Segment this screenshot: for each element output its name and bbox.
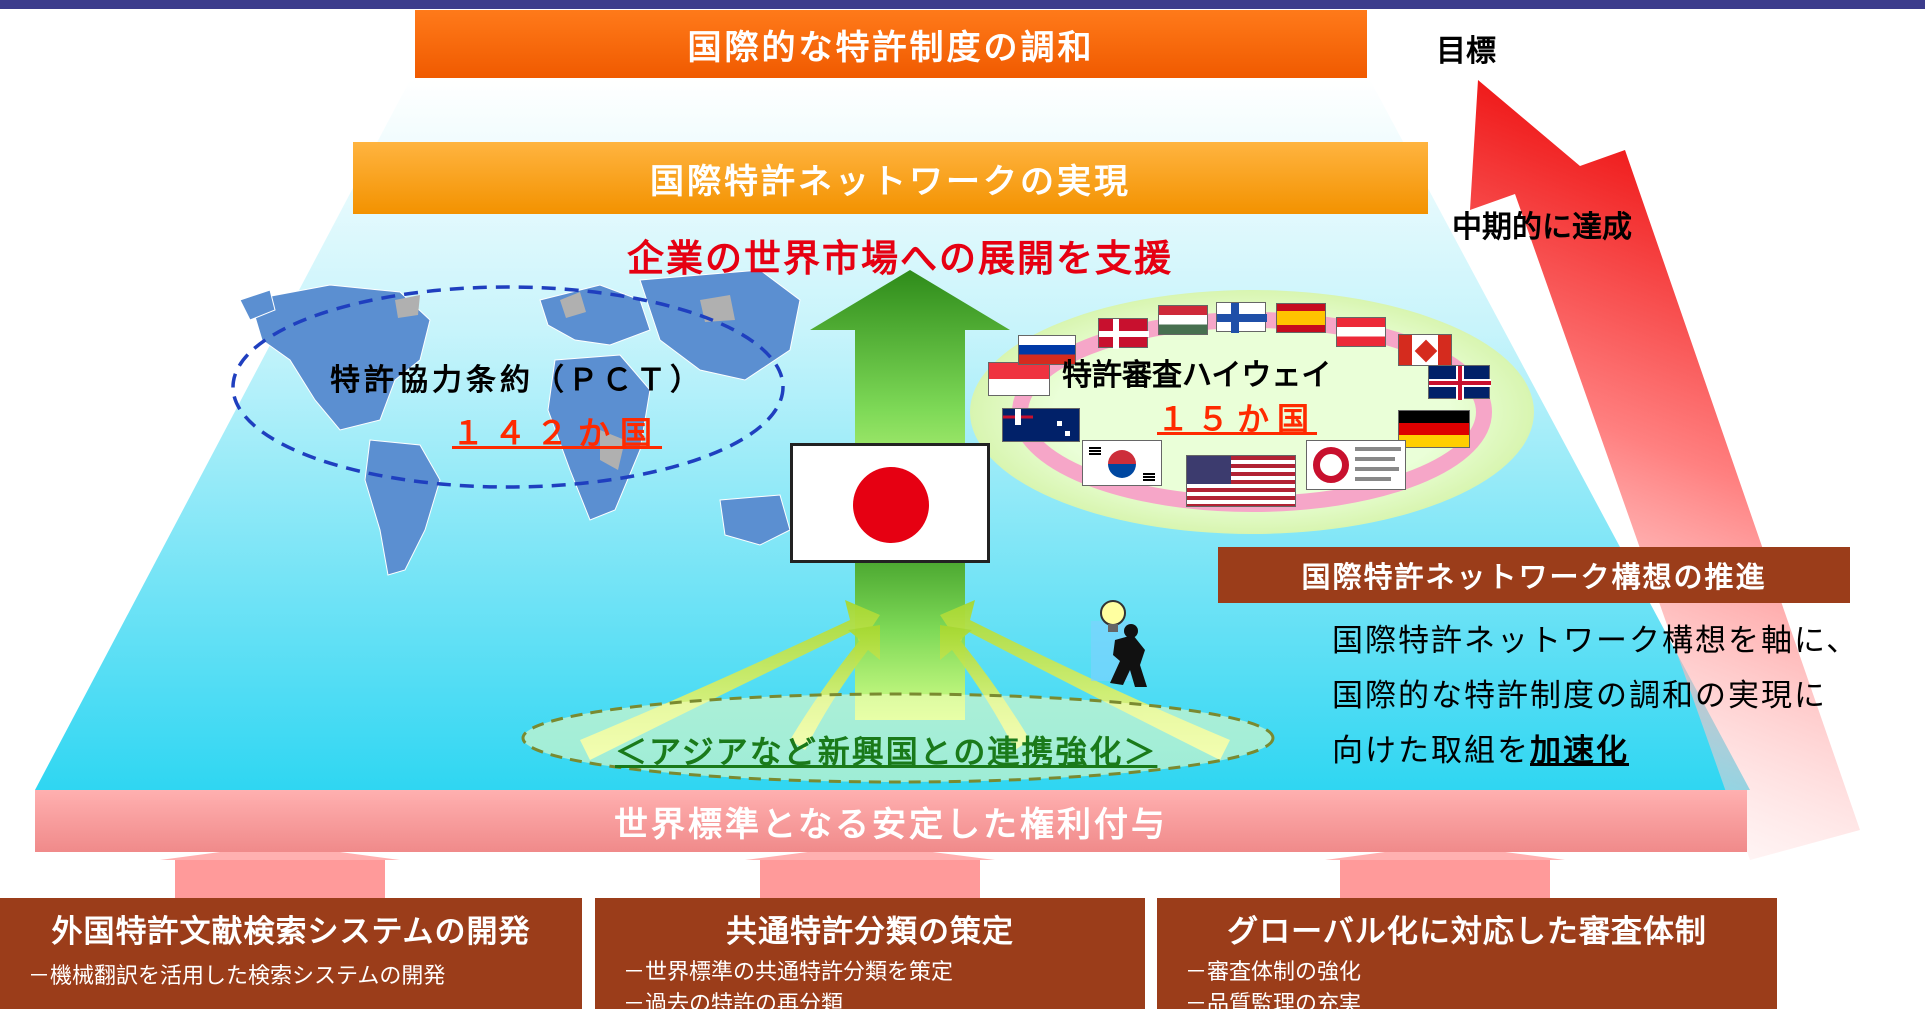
box-item: －世界標準の共通特許分類を策定: [623, 960, 954, 985]
pph-title: 特許審査ハイウェイ: [1062, 358, 1332, 393]
network-bar: 国際特許ネットワークの実現: [353, 142, 1428, 214]
box-search-system: 外国特許文献検索システムの開発 －機械翻訳を活用した検索システムの開発: [0, 898, 582, 1009]
standard-bar: 世界標準となる安定した権利付与: [35, 790, 1747, 852]
vision-header: 国際特許ネットワーク構想の推進: [1218, 547, 1850, 603]
uk-flag-icon: [1428, 365, 1491, 400]
russia-flag-icon: [1018, 335, 1076, 365]
box-title: グローバル化に対応した審査体制: [1227, 914, 1707, 950]
finland-flag-icon: [1216, 302, 1267, 333]
support-text: 企業の世界市場への展開を支援: [627, 237, 1173, 280]
box-item: －機械翻訳を活用した検索システムの開発: [28, 964, 446, 989]
midterm-label: 中期的に達成: [1452, 210, 1632, 245]
box-title: 共通特許分類の策定: [726, 914, 1014, 950]
korea-flag-icon: [1082, 440, 1162, 486]
vision-line-1: 国際特許ネットワーク構想を軸に、: [1332, 623, 1860, 659]
top-border: [0, 0, 1925, 9]
austria-flag-icon: [1336, 317, 1386, 347]
usa-flag-icon: [1186, 455, 1296, 507]
box-title: 外国特許文献検索システムの開発: [51, 914, 531, 950]
spain-flag-icon: [1276, 303, 1326, 333]
light-bulb-person-icon: [1085, 595, 1160, 695]
box-item: －品質監理の充実: [1185, 992, 1362, 1017]
pph-count: １５か国: [1157, 400, 1318, 438]
vision-line-3: 向けた取組を加速化: [1332, 725, 1629, 770]
hungary-flag-icon: [1158, 305, 1208, 335]
goal-label: 目標: [1436, 34, 1496, 69]
vision-line-2: 国際的な特許制度の調和の実現に: [1332, 678, 1827, 714]
box-item: －過去の特許の再分類: [623, 992, 844, 1017]
singapore-flag-icon: [988, 362, 1050, 396]
pct-count: １４２か国: [452, 414, 663, 452]
box-classification: 共通特許分類の策定 －世界標準の共通特許分類を策定 －過去の特許の再分類: [595, 898, 1145, 1017]
goal-bar: 国際的な特許制度の調和: [415, 10, 1367, 78]
australia-flag-icon: [1002, 408, 1080, 442]
japan-flag-icon: [790, 443, 990, 563]
germany-flag-icon: [1398, 410, 1470, 448]
box-item: －審査体制の強化: [1185, 960, 1362, 985]
canada-flag-icon: [1398, 334, 1452, 366]
asia-cooperation-text: ＜アジアなど新興国との連携強化＞: [615, 733, 1158, 771]
denmark-flag-icon: [1098, 318, 1149, 349]
epo-flag-icon: [1306, 440, 1406, 490]
vision-line-3-prefix: 向けた取組を: [1332, 733, 1530, 769]
box-examination: グローバル化に対応した審査体制 －審査体制の強化 －品質監理の充実: [1157, 898, 1777, 1017]
vision-accelerate: 加速化: [1530, 733, 1629, 769]
pct-title: 特許協力条約（ＰＣＴ）: [330, 363, 704, 398]
